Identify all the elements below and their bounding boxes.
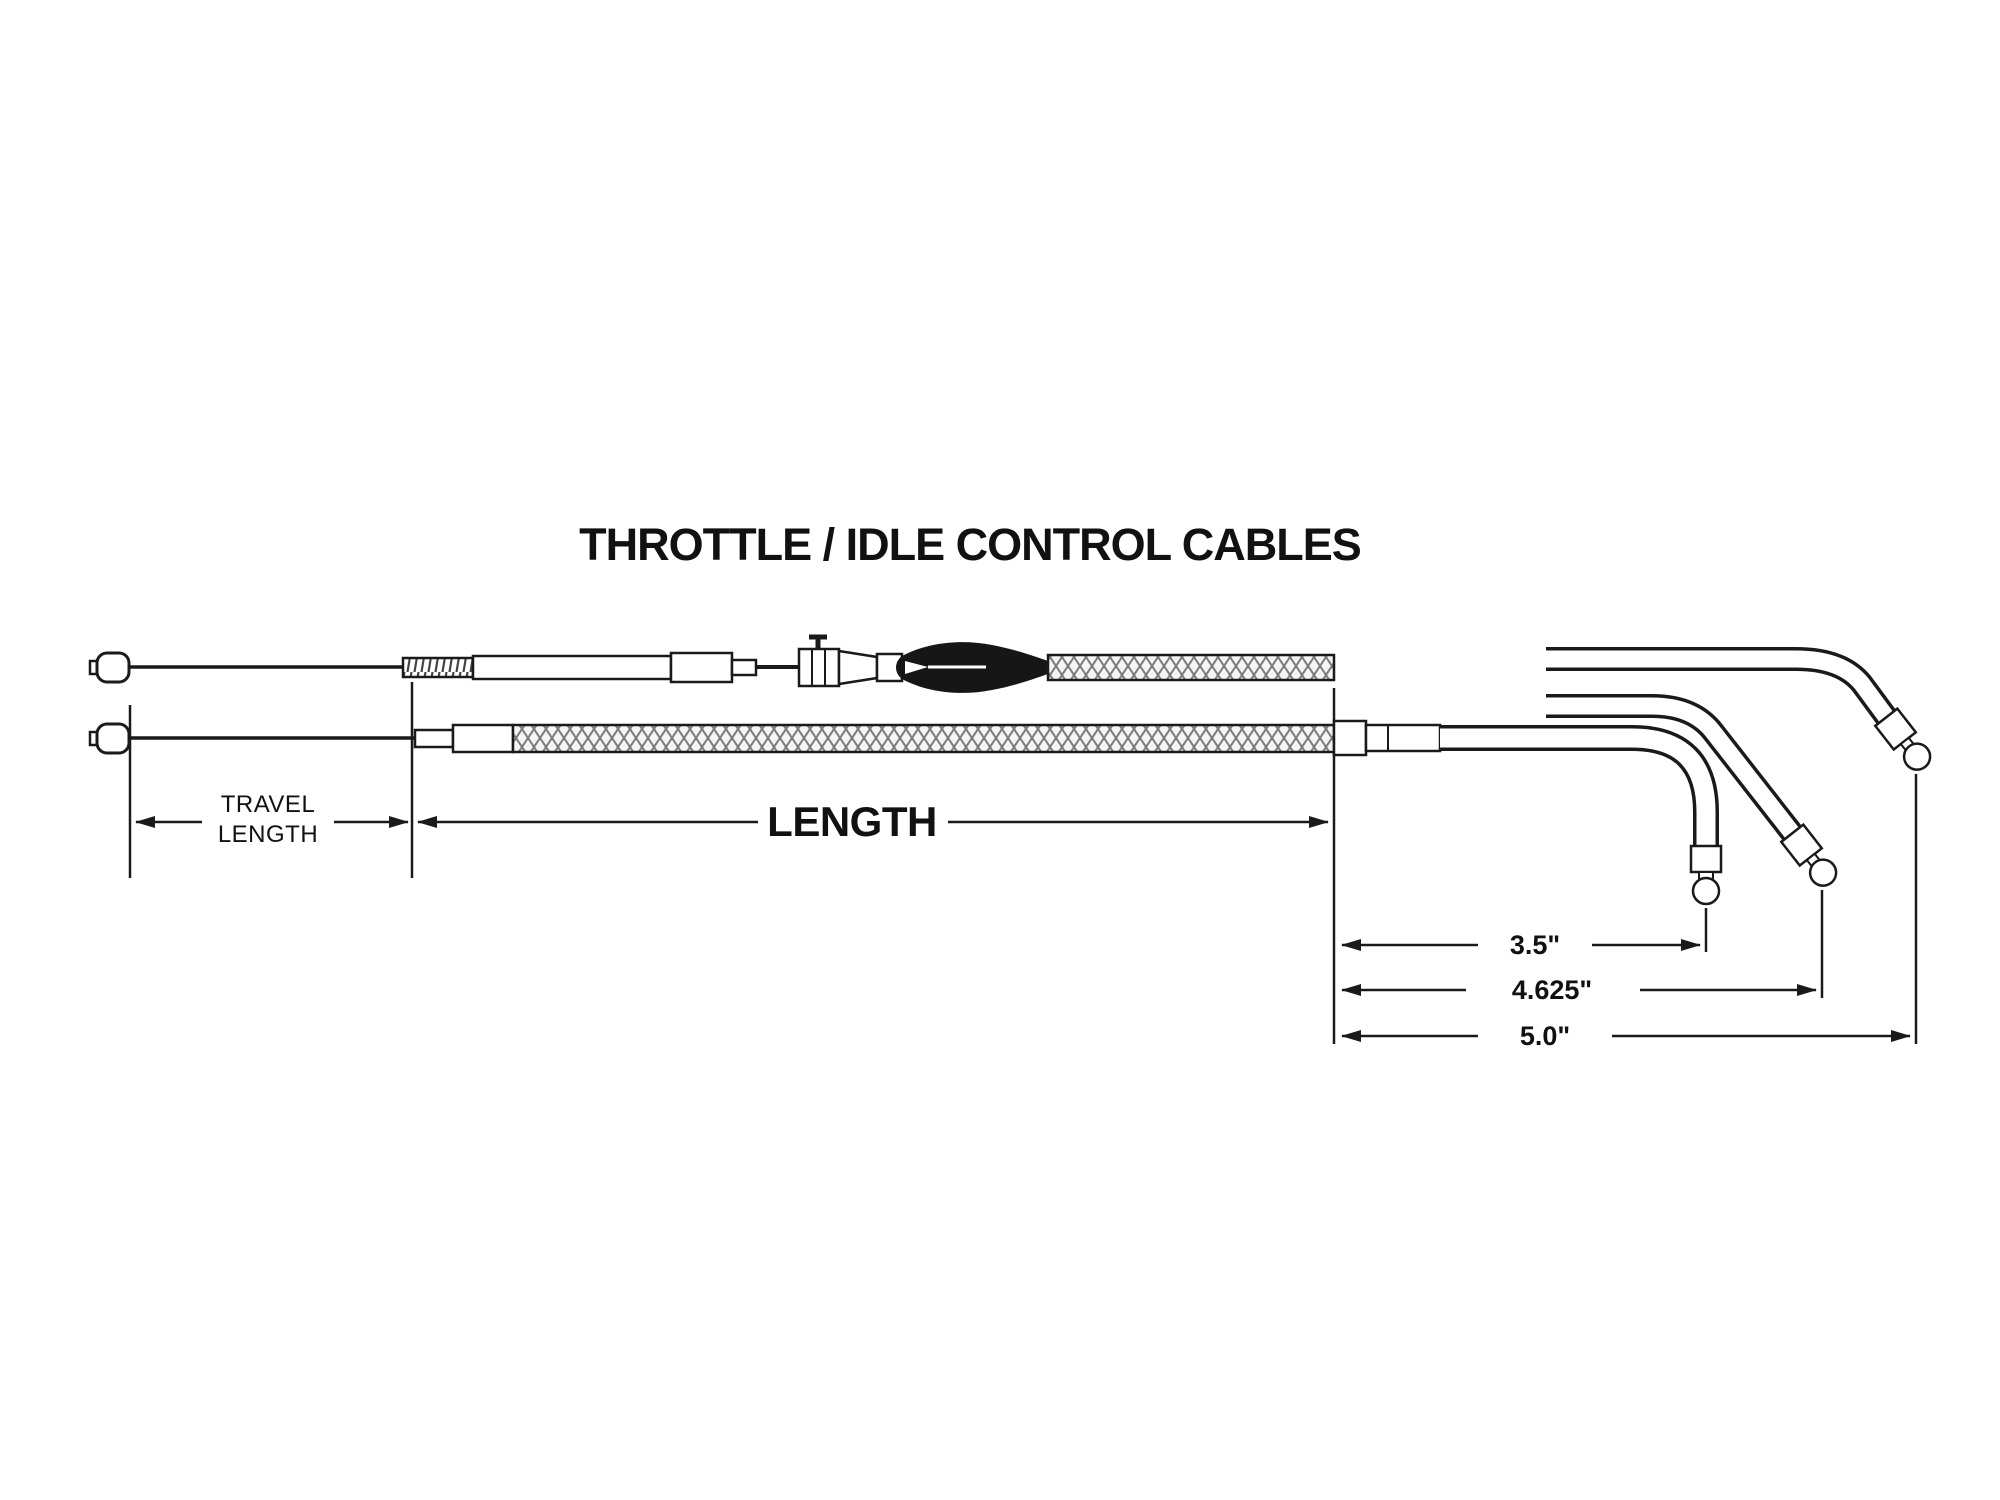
dimension-3-5-label: 3.5"	[1510, 930, 1560, 960]
length-label: LENGTH	[767, 798, 937, 845]
cable-end-5-0	[1546, 647, 1932, 771]
idle-cable	[88, 719, 1723, 906]
elbow-tube-fill	[1440, 728, 1716, 848]
elbow-barrel-nipple	[1691, 876, 1721, 906]
cable-adjuster	[797, 634, 904, 688]
idle-cable-barrel-end	[88, 722, 131, 755]
dimension-5-0: 5.0"	[1341, 1021, 1911, 1051]
housing-ferrule-small	[413, 728, 455, 749]
elbow-tube-outline	[1440, 725, 1719, 848]
cable-end-3-5	[1332, 719, 1723, 906]
dimension-4-625: 4.625"	[1341, 975, 1817, 1005]
housing-tube	[471, 654, 673, 681]
elbow-end-ferrule	[1689, 844, 1723, 874]
boot-slot-highlight	[905, 661, 928, 674]
barrel-nipple	[1902, 742, 1932, 771]
throttle-cable-barrel-end	[88, 651, 131, 684]
housing-ferrule	[669, 651, 734, 684]
dimension-travel-length: TRAVEL LENGTH	[135, 791, 409, 848]
housing-ferrule-large	[451, 723, 515, 754]
cable-end-4-625	[1546, 694, 1838, 887]
diagram-title: THROTTLE / IDLE CONTROL CABLES	[579, 519, 1361, 570]
braided-housing-top	[1046, 653, 1336, 682]
threaded-adjuster-section	[401, 656, 475, 679]
dimension-length: LENGTH	[417, 798, 1329, 845]
throttle-cable	[88, 634, 1336, 693]
rod-collar	[730, 658, 758, 677]
travel-length-label-line2: LENGTH	[218, 821, 318, 848]
barrel-nipple	[1808, 858, 1838, 887]
dimension-3-5: 3.5"	[1341, 930, 1701, 960]
dimension-4-625-label: 4.625"	[1512, 975, 1592, 1005]
dimension-5-0-label: 5.0"	[1520, 1021, 1570, 1051]
braided-housing-bottom	[511, 723, 1336, 754]
travel-length-label-line1: TRAVEL	[221, 791, 316, 818]
